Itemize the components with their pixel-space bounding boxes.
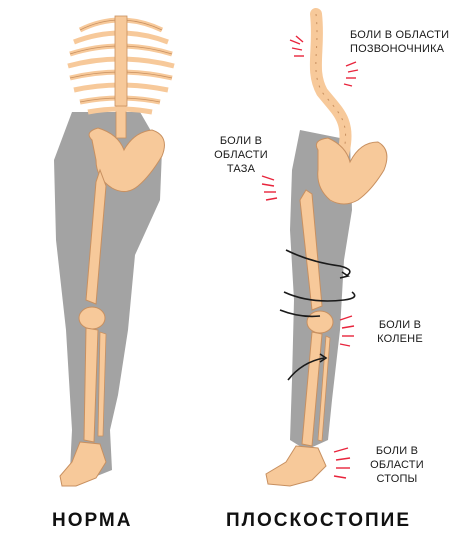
flatfoot-knee bbox=[306, 310, 334, 334]
normal-foot bbox=[59, 441, 107, 487]
normal-sternum bbox=[114, 15, 128, 107]
flatfoot-foot bbox=[265, 445, 327, 487]
pelvis-pain-line1: БОЛИ В bbox=[219, 135, 263, 147]
knee-pain-line2: КОЛЕНЕ bbox=[377, 333, 423, 345]
foot-pain-line1: БОЛИ В bbox=[375, 445, 419, 457]
knee-pain-line1: БОЛИ В bbox=[378, 319, 422, 331]
pain-burst-spine-right bbox=[343, 61, 359, 87]
normal-pelvis bbox=[88, 127, 165, 192]
flatfoot-pelvis bbox=[315, 137, 388, 205]
foot-pain-line2: ОБЛАСТИ bbox=[370, 459, 424, 471]
pain-bursts bbox=[261, 35, 359, 479]
pelvis-pain-label: БОЛИ В ОБЛАСТИ ТАЗА bbox=[212, 134, 270, 176]
flatfoot-caption: ПЛОСКОСТОПИЕ bbox=[226, 510, 412, 531]
foot-pain-label: БОЛИ В ОБЛАСТИ СТОПЫ bbox=[362, 444, 432, 486]
spine-pain-label: БОЛИ В ОБЛАСТИ ПОЗВОНОЧНИКА bbox=[350, 28, 449, 56]
pelvis-pain-line2: ОБЛАСТИ bbox=[214, 149, 268, 161]
normal-knee bbox=[78, 306, 106, 330]
normal-figure bbox=[54, 15, 175, 487]
spine-pain-line1: БОЛИ В ОБЛАСТИ bbox=[350, 29, 450, 41]
normal-femur bbox=[85, 168, 107, 305]
rotation-arrows bbox=[279, 249, 356, 381]
foot-pain-line3: СТОПЫ bbox=[376, 473, 418, 485]
spine-pain-line2: ПОЗВОНОЧНИКА bbox=[350, 43, 445, 55]
pain-burst-foot bbox=[333, 447, 351, 479]
flatfoot-femur bbox=[299, 189, 323, 311]
knee-pain-label: БОЛИ В КОЛЕНЕ bbox=[370, 318, 430, 346]
pain-burst-knee bbox=[339, 315, 355, 347]
flatfoot-figure bbox=[261, 8, 388, 487]
normal-caption: НОРМА bbox=[52, 510, 133, 531]
pelvis-pain-line3: ТАЗА bbox=[226, 163, 256, 175]
pain-burst-spine-left bbox=[289, 35, 304, 57]
normal-body-silhouette bbox=[54, 112, 162, 478]
pain-burst-pelvis bbox=[261, 175, 278, 201]
normal-tibia bbox=[83, 327, 99, 443]
